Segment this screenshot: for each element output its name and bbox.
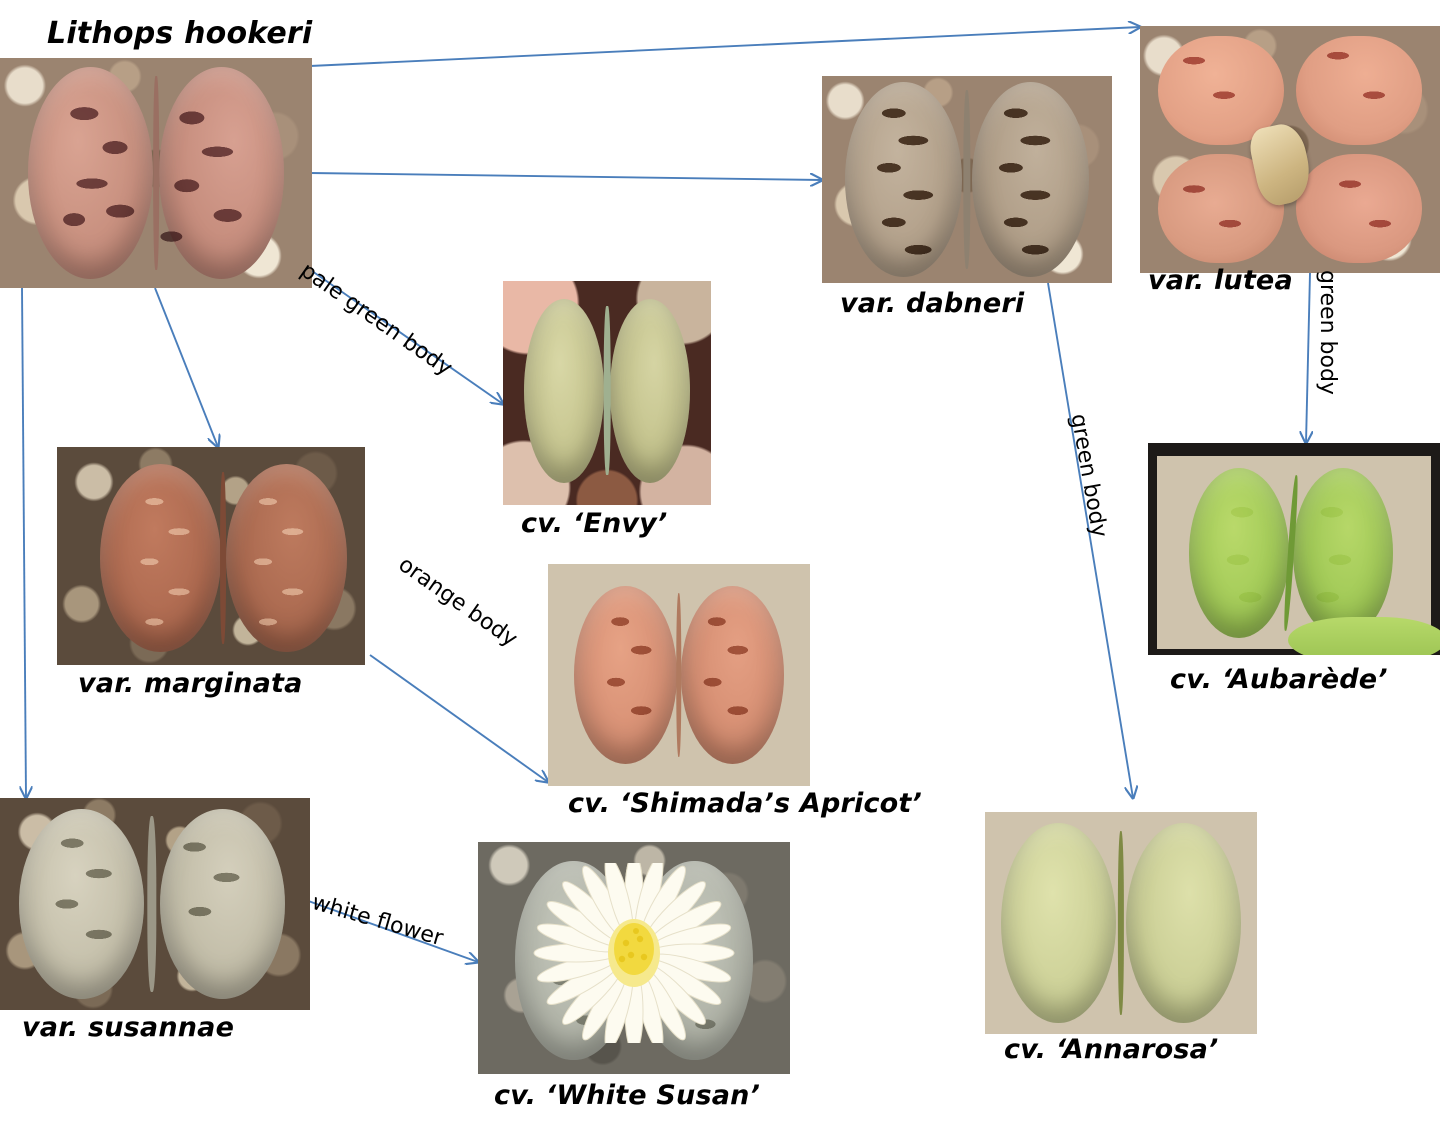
edge-label-green-body-lutea: green body — [1315, 270, 1340, 395]
caption-dabneri: var. dabneri — [840, 288, 1025, 319]
photo-susannae — [0, 798, 310, 1010]
photo-aubarede — [1148, 443, 1440, 655]
arrow-species-to-marginata — [154, 287, 218, 447]
aubarede-secondary-lobe — [1288, 616, 1440, 655]
edge-label-orange-body: orange body — [393, 552, 522, 653]
arrow-species-to-susannae — [22, 287, 26, 798]
caption-lutea: var. lutea — [1148, 265, 1293, 296]
edge-label-pale-green-body: pale green body — [295, 258, 457, 382]
edge-label-white-flower: white flower — [309, 890, 446, 952]
edge-label-green-body-dabneri: green body — [1065, 412, 1112, 540]
caption-shimada: cv. ‘Shimada’s Apricot’ — [568, 788, 922, 819]
arrow-dabneri-to-annarosa — [1047, 282, 1133, 798]
photo-lutea — [1140, 26, 1440, 273]
page-title: Lithops hookeri — [47, 16, 313, 51]
arrow-lutea-to-aubarede — [1306, 272, 1310, 443]
white-flower — [533, 863, 735, 1044]
photo-shimada — [548, 564, 810, 786]
caption-marginata: var. marginata — [78, 668, 303, 699]
caption-whitesusan: cv. ‘White Susan’ — [494, 1080, 761, 1111]
caption-envy: cv. ‘Envy’ — [521, 508, 668, 539]
caption-annarosa: cv. ‘Annarosa’ — [1004, 1034, 1219, 1065]
photo-species — [0, 58, 312, 288]
photo-whitesusan — [478, 842, 790, 1074]
caption-susannae: var. susannae — [22, 1012, 235, 1043]
arrow-species-to-lutea — [309, 27, 1140, 67]
photo-envy — [503, 281, 711, 505]
caption-aubarede: cv. ‘Aubarède’ — [1170, 664, 1388, 695]
arrow-marginata-to-shimada — [369, 654, 548, 782]
photo-annarosa — [985, 812, 1257, 1034]
photo-dabneri — [822, 76, 1112, 283]
photo-marginata — [57, 447, 365, 665]
arrow-species-to-dabneri — [309, 172, 822, 180]
